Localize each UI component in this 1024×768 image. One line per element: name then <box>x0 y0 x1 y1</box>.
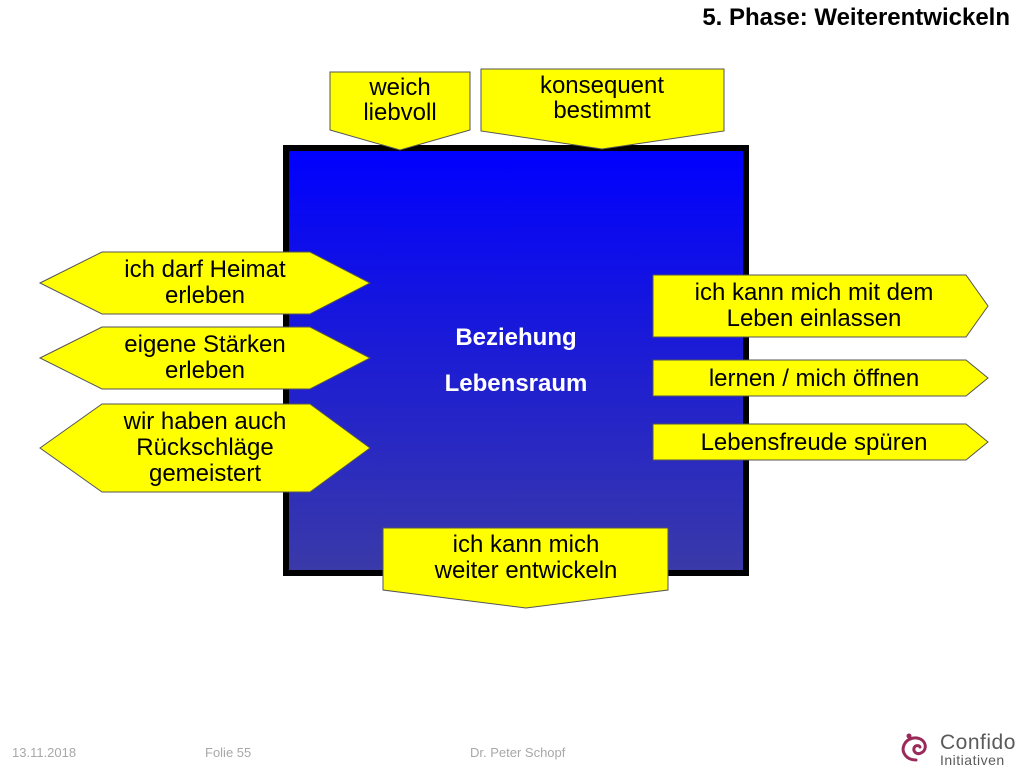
top-box-konsequent: konsequent bestimmt <box>480 68 725 150</box>
left-box-staerken-line-1: eigene Stärken <box>124 331 285 358</box>
left-box-rueckschlaege: wir haben auch Rückschläge gemeistert <box>39 403 371 493</box>
confido-swirl-icon <box>901 733 927 762</box>
right-box-lebensfreude-line-1: Lebensfreude spüren <box>701 429 928 456</box>
bottom-box-entwickeln-line-1: ich kann mich <box>453 531 600 558</box>
top-box-weich-line-1: weich <box>368 74 430 101</box>
footer-slide-number: Folie 55 <box>205 745 252 760</box>
top-box-weich-line-2: liebvoll <box>363 99 436 126</box>
left-box-heimat-line-2: erleben <box>165 282 245 309</box>
footer-author: Dr. Peter Schopf <box>470 745 566 760</box>
right-box-lernen: lernen / mich öffnen <box>652 359 989 397</box>
left-box-rueckschlaege-line-3: gemeistert <box>149 460 261 487</box>
left-box-heimat: ich darf Heimat erleben <box>38 251 372 315</box>
confido-logo: Confido Initiativen <box>896 730 1016 768</box>
bottom-box-entwickeln: ich kann mich weiter entwickeln <box>382 527 669 609</box>
footer-date: 13.11.2018 <box>12 745 77 760</box>
left-box-staerken: eigene Stärken erleben <box>38 326 372 390</box>
slide-title: 5. Phase: Weiterentwickeln <box>702 4 1010 31</box>
left-box-heimat-line-1: ich darf Heimat <box>124 256 286 283</box>
center-label-1: Beziehung <box>455 324 576 351</box>
logo-name: Confido <box>940 731 1016 754</box>
bottom-box-entwickeln-line-2: weiter entwickeln <box>434 557 618 584</box>
left-box-staerken-line-2: erleben <box>165 357 245 384</box>
top-box-konsequent-line-2: bestimmt <box>553 97 651 124</box>
left-box-rueckschlaege-line-2: Rückschläge <box>136 434 273 461</box>
right-box-lernen-line-1: lernen / mich öffnen <box>709 365 919 392</box>
right-box-einlassen-line-1: ich kann mich mit dem <box>695 279 934 306</box>
right-box-einlassen: ich kann mich mit dem Leben einlassen <box>652 274 989 338</box>
right-box-lebensfreude: Lebensfreude spüren <box>652 423 989 461</box>
center-label-2: Lebensraum <box>445 370 588 397</box>
top-box-weich: weich liebvoll <box>329 71 471 151</box>
logo-subtitle: Initiativen <box>940 752 1005 768</box>
right-box-einlassen-line-2: Leben einlassen <box>727 305 902 332</box>
top-box-konsequent-line-1: konsequent <box>540 72 664 99</box>
left-box-rueckschlaege-line-1: wir haben auch <box>123 408 287 435</box>
